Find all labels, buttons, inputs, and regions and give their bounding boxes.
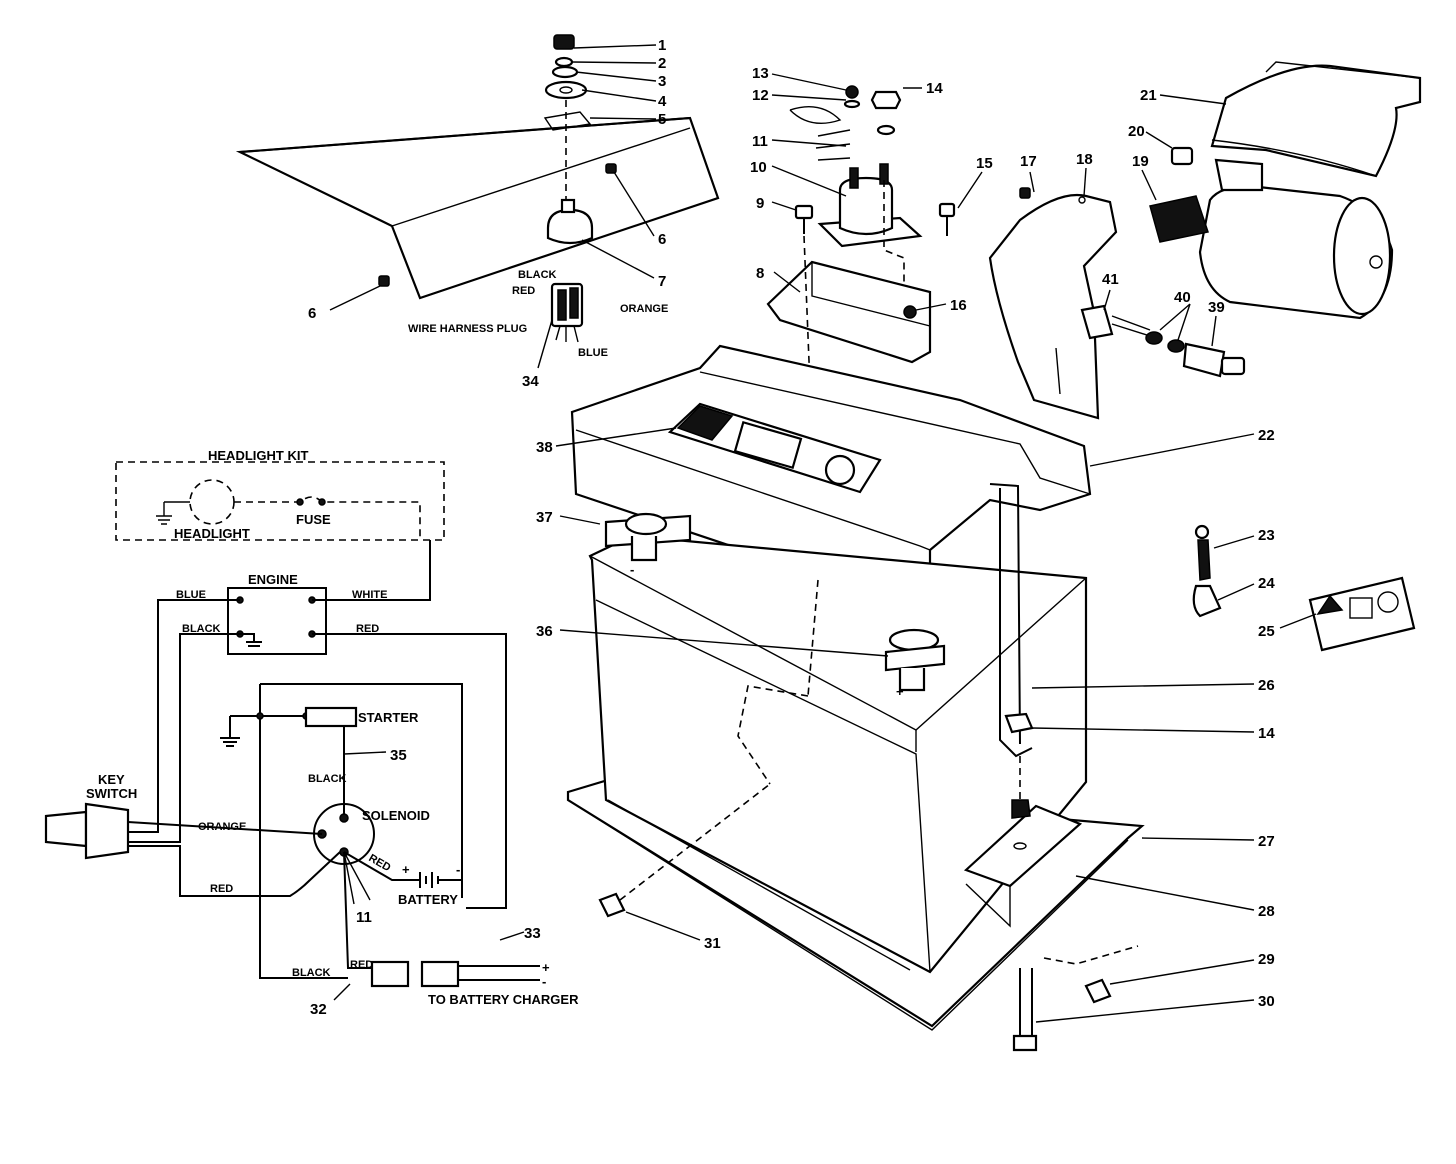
schematic-labels: HEADLIGHT KIT HEADLIGHT FUSE ENGINE BLUE…	[86, 448, 579, 1007]
callout-numbers: 1 2 3 4 5 6 6 7 8 9 10 11 12 13 14 15 16…	[308, 37, 1275, 1018]
callout-23: 23	[1258, 527, 1275, 544]
wire-red2-label: RED	[210, 883, 233, 895]
callout-8: 8	[756, 265, 764, 282]
wire-white-label: WHITE	[352, 589, 387, 601]
plug-black-label: BLACK	[518, 269, 557, 281]
wire-blue-label: BLUE	[176, 589, 206, 601]
callout-11b: 11	[356, 909, 372, 926]
callout-32: 32	[310, 1001, 327, 1018]
callout-29: 29	[1258, 951, 1275, 968]
switch-label: SWITCH	[86, 786, 137, 801]
wire-black3-label: BLACK	[292, 967, 331, 979]
battery-and-tray	[566, 483, 1145, 1052]
battery-label: BATTERY	[398, 892, 458, 907]
battery-terminal-marks: - +	[630, 562, 904, 699]
wire-red4-label: RED	[350, 959, 373, 971]
solenoid-label: SOLENOID	[362, 808, 430, 823]
starter-label: STARTER	[358, 710, 419, 725]
callout-14b: 14	[1258, 725, 1275, 742]
callout-17: 17	[1020, 153, 1037, 170]
callout-35: 35	[390, 747, 407, 764]
callout-34: 34	[522, 373, 539, 390]
charger-label: TO BATTERY CHARGER	[428, 992, 579, 1007]
leaders-starter	[1029, 94, 1227, 347]
wire-red3-label: RED	[367, 852, 393, 874]
right-small-parts	[1192, 524, 1416, 652]
callout-2: 2	[658, 55, 666, 72]
headlight-kit-label: HEADLIGHT KIT	[208, 448, 308, 463]
callout-30: 30	[1258, 993, 1275, 1010]
headlight-label: HEADLIGHT	[174, 526, 250, 541]
callout-11a: 11	[752, 133, 768, 150]
callout-15: 15	[976, 155, 993, 172]
callout-24: 24	[1258, 575, 1275, 592]
callout-12: 12	[752, 87, 769, 104]
starter-assembly	[988, 61, 1422, 420]
key-label: KEY	[98, 772, 125, 787]
callout-33: 33	[524, 925, 541, 942]
wire-black-label: BLACK	[182, 623, 221, 635]
plug-orange-label: ORANGE	[620, 303, 668, 315]
callout-40: 40	[1174, 289, 1191, 306]
callout-26: 26	[1258, 677, 1275, 694]
callout-1: 1	[658, 37, 666, 54]
callout-22: 22	[1258, 427, 1275, 444]
leaders-solenoid	[771, 73, 983, 311]
callout-3: 3	[658, 73, 666, 90]
engine-label: ENGINE	[248, 572, 298, 587]
callout-28: 28	[1258, 903, 1275, 920]
callout-7: 7	[658, 273, 666, 290]
fuse-label: FUSE	[296, 512, 331, 527]
leaders-top-left	[329, 44, 657, 369]
callout-39: 39	[1208, 299, 1225, 316]
plug-blue-label: BLUE	[578, 347, 608, 359]
callout-31: 31	[704, 935, 721, 952]
control-panel-assembly	[235, 34, 720, 343]
callout-20: 20	[1128, 123, 1145, 140]
battery-plus: +	[402, 862, 410, 877]
callout-14a: 14	[926, 80, 943, 97]
wire-red-label: RED	[356, 623, 379, 635]
plug-red-label: RED	[512, 285, 535, 297]
battery-minus-mark: -	[630, 562, 634, 577]
plug-labels: BLACK RED ORANGE BLUE WIRE HARNESS PLUG	[408, 269, 668, 359]
solenoid-assembly	[766, 85, 956, 387]
plug-title: WIRE HARNESS PLUG	[408, 323, 527, 335]
charger-minus: -	[542, 974, 546, 989]
callout-25: 25	[1258, 623, 1275, 640]
wiring-schematic	[44, 461, 540, 1001]
callout-18: 18	[1076, 151, 1093, 168]
callout-21: 21	[1140, 87, 1157, 104]
callout-6a: 6	[658, 231, 666, 248]
charger-plus: +	[542, 960, 550, 975]
callout-36: 36	[536, 623, 553, 640]
battery-cover	[570, 344, 1092, 610]
callout-9: 9	[756, 195, 764, 212]
callout-4: 4	[658, 93, 667, 110]
callout-10: 10	[750, 159, 767, 176]
wire-black2-label: BLACK	[308, 773, 347, 785]
callout-5: 5	[658, 111, 666, 128]
callout-16: 16	[950, 297, 967, 314]
wire-orange-label: ORANGE	[198, 821, 246, 833]
callout-37: 37	[536, 509, 553, 526]
leaders-battery	[555, 427, 1255, 1023]
callout-41: 41	[1102, 271, 1119, 288]
callout-27: 27	[1258, 833, 1275, 850]
battery-minus: -	[456, 862, 460, 877]
callout-13: 13	[752, 65, 769, 82]
callout-38: 38	[536, 439, 553, 456]
callout-6b: 6	[308, 305, 316, 322]
callout-19: 19	[1132, 153, 1149, 170]
battery-plus-mark: +	[896, 684, 904, 699]
